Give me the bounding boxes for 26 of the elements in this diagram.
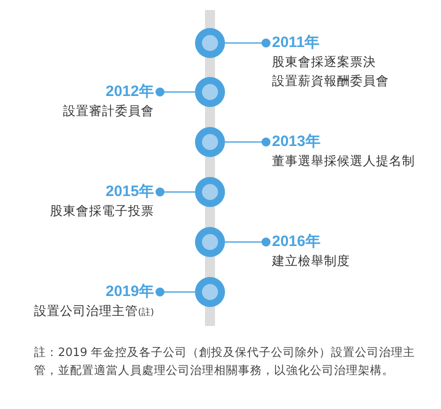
milestone-circle — [195, 28, 225, 58]
leader-line — [156, 88, 195, 96]
milestone-text: 股東會採逐案票決 — [272, 53, 377, 71]
leader-line — [225, 238, 270, 246]
milestone-text: 設置審計委員會 — [62, 102, 154, 120]
milestone-circle — [195, 227, 225, 257]
year-label: 2019年 — [104, 283, 154, 301]
milestone-text: 董事選舉採候選人提名制 — [272, 152, 416, 170]
milestone-circle — [195, 127, 225, 157]
leader-line — [156, 288, 195, 296]
leader-line — [225, 38, 270, 48]
year-label: 2012年 — [104, 83, 154, 101]
year-label: 2011年 — [272, 34, 321, 52]
milestone-text: 建立檢舉制度 — [272, 252, 351, 270]
year-label: 2013年 — [272, 133, 322, 151]
footnote: 註：2019 年金控及各子公司（創投及保代子公司除外）設置公司治理主管，並配置適當人員處理公司治理相關事務，以強化公司治理架構。 — [34, 344, 416, 379]
milestone-circle — [195, 77, 225, 107]
milestone-circle — [195, 277, 225, 307]
milestone-text: 設置薪資報酬委員會 — [272, 72, 390, 90]
year-label: 2016年 — [272, 233, 322, 251]
milestone-text: 設置公司治理主管$_{(註)}$ — [32, 302, 154, 320]
leader-line — [156, 188, 195, 196]
milestone-text: 股東會採電子投票 — [49, 202, 154, 220]
year-label: 2015年 — [104, 183, 154, 201]
leader-line — [225, 138, 270, 146]
milestone-circle — [195, 177, 225, 207]
